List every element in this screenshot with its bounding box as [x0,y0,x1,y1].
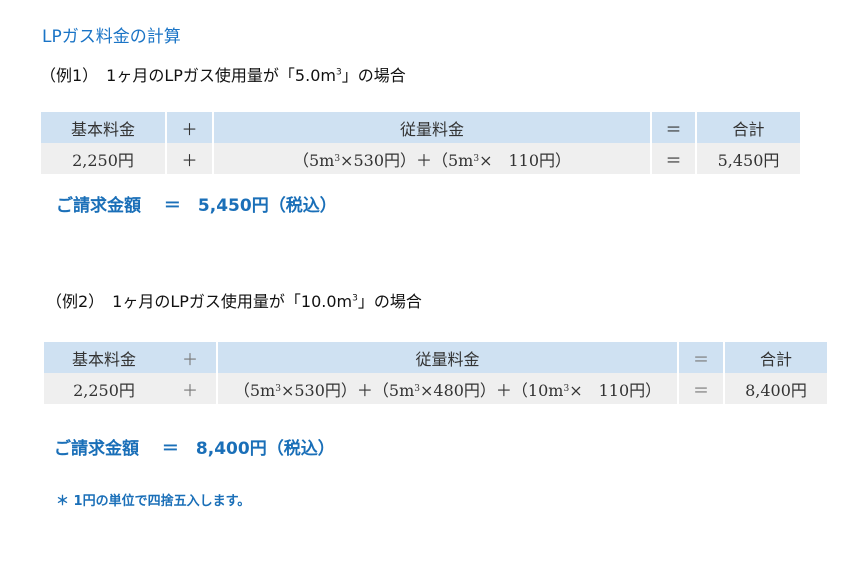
header-plus: ＋ [181,349,198,369]
superscript: 3 [334,153,341,164]
table-header-row: 基本料金 ＋ 従量料金 ＝ 合計 [41,112,800,143]
example1-heading: （例1） 1ヶ月のLPガス使用量が「5.0m3」の場合 [40,62,406,86]
cell-plus: ＋ [181,380,198,400]
header-usage: 従量料金 [214,112,652,143]
cell-total: 5,450円 [717,150,780,170]
header-plus: ＋ [167,112,214,143]
usage-part: （5m [233,380,276,400]
superscript: 3 [563,383,570,394]
usage-part: ×530円）＋（5m [280,380,415,400]
usage-part: ×530円）＋（5m [340,150,474,170]
superscript: 3 [414,383,420,394]
example2-heading: （例2） 1ヶ月のLPガス使用量が「10.0m3」の場合 [46,288,422,312]
superscript: 3 [335,67,342,78]
cell-basic: 2,250円 [41,143,167,174]
cell-equals: ＝ [679,373,725,404]
example1-heading-text: （例1） 1ヶ月のLPガス使用量が「5.0m [40,66,336,85]
header-usage: 従量料金 [216,342,679,373]
example2-heading-text: （例2） 1ヶ月のLPガス使用量が「10.0m [46,292,353,311]
cell-equals: ＝ [652,143,697,174]
example1-billing-total: ご請求金額 ＝ 5,450円（税込） [56,196,337,216]
example1-heading-end: 」の場合 [341,66,406,85]
header-basic-plus: 基本料金 ＋ [44,342,216,373]
table-header-row: 基本料金 ＋ 従量料金 ＝ 合計 [44,342,827,373]
cell-basic: 2,250円 [73,380,135,400]
example2-heading-end: 」の場合 [357,292,422,311]
example2-billing-total: ご請求金額 ＝ 8,400円（税込） [54,439,335,459]
header-equals: ＝ [652,112,697,143]
cell-total: 8,400円 [745,380,807,400]
superscript: 3 [352,293,358,304]
header-basic: 基本料金 [71,349,136,369]
header-total: 合計 [732,119,765,139]
rounding-note: ＊ 1円の単位で四捨五入します。 [56,494,251,509]
usage-part: × 110円） [569,380,662,400]
page-title: LPガス料金の計算 [42,27,181,47]
usage-part: （5m [292,150,335,170]
cell-plus: ＋ [167,143,214,174]
header-total: 合計 [759,349,792,369]
usage-part: × 110円） [479,150,572,170]
superscript: 3 [473,153,480,164]
header-basic: 基本料金 [41,112,167,143]
header-equals: ＝ [679,342,725,373]
usage-part: ×480円）＋（10m [419,380,564,400]
cell-basic-plus: 2,250円 ＋ [44,373,216,404]
superscript: 3 [275,383,281,394]
